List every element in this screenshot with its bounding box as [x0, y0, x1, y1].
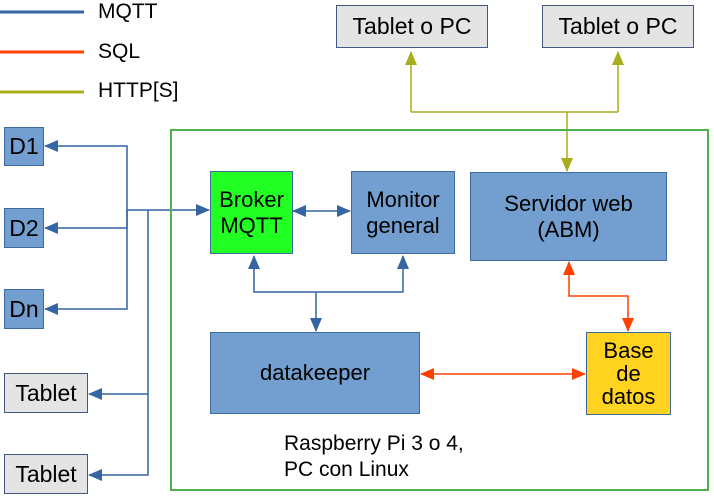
web-server-node: Servidor web (ABM): [470, 172, 667, 261]
tablet-node-2: Tablet: [4, 454, 88, 494]
tablet-node-2-label: Tablet: [15, 460, 77, 487]
web-server-label-line2: (ABM): [537, 216, 600, 242]
device-dn-label: Dn: [9, 295, 39, 322]
platform-caption-line1: Raspberry Pi 3 o 4,: [284, 432, 464, 455]
tablet-node-1-label: Tablet: [15, 379, 77, 406]
database-label-line2: de: [616, 360, 641, 386]
tablet-pc-node-1-label: Tablet o PC: [352, 13, 472, 40]
mqtt-datakeeper-connector: [248, 255, 409, 332]
monitor-label-line1: Monitor: [366, 187, 440, 213]
broker-label-line2: MQTT: [220, 212, 283, 238]
legend-sql-label: SQL: [98, 40, 141, 63]
datakeeper-node: datakeeper: [210, 332, 420, 414]
http-connector: [405, 51, 624, 172]
database-label-line3: datos: [601, 384, 656, 410]
mqtt-devices-connector: [44, 140, 210, 481]
tablet-pc-node-1: Tablet o PC: [336, 5, 488, 48]
legend-http-label: HTTP[S]: [98, 79, 179, 102]
device-dn: Dn: [4, 289, 44, 329]
device-d1: D1: [4, 127, 44, 166]
database-label-line1: Base: [603, 337, 654, 363]
monitor-label-line2: general: [366, 212, 440, 238]
platform-caption-line2: PC con Linux: [284, 458, 409, 481]
web-server-label-line1: Servidor web: [504, 191, 633, 217]
platform-frame: [170, 129, 709, 491]
broker-mqtt-node: Broker MQTT: [210, 171, 293, 254]
monitor-general-node: Monitor general: [351, 171, 455, 254]
broker-label-line1: Broker: [219, 187, 284, 213]
tablet-node-1: Tablet: [4, 373, 88, 413]
tablet-pc-node-2: Tablet o PC: [542, 5, 694, 48]
tablet-pc-node-2-label: Tablet o PC: [558, 13, 678, 40]
legend-mqtt-label: MQTT: [98, 0, 158, 23]
datakeeper-label: datakeeper: [259, 360, 371, 386]
sql-connector: [420, 261, 634, 380]
device-d2: D2: [4, 208, 44, 248]
device-d1-label: D1: [9, 133, 39, 160]
database-node: Base de datos: [586, 332, 671, 415]
device-d2-label: D2: [9, 214, 39, 241]
